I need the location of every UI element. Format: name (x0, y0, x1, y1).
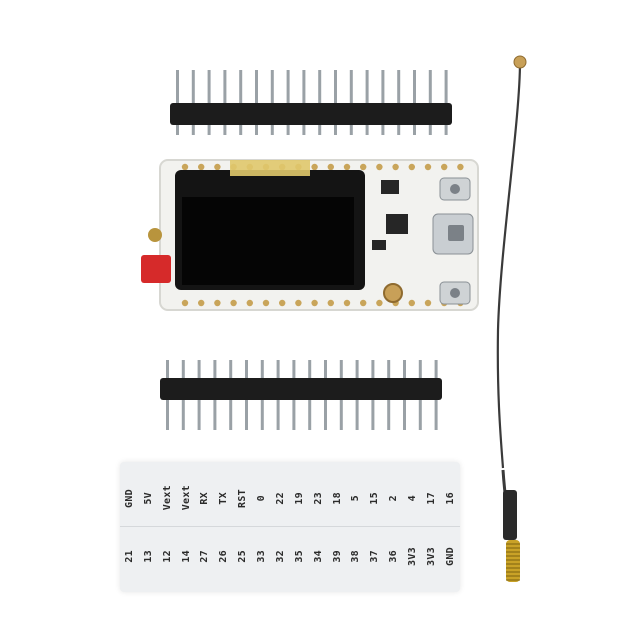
pin-label: 19 (293, 491, 305, 505)
pin-label: 36 (388, 549, 400, 563)
header-pin (286, 70, 290, 135)
header-pin (413, 70, 416, 135)
board-hole (343, 299, 351, 307)
pin-label: 5 (350, 494, 362, 502)
header-pin (302, 70, 306, 135)
pin-label: 14 (180, 549, 192, 563)
header-pin (223, 70, 227, 135)
board-hole (198, 163, 205, 171)
pin-label: 33 (256, 549, 268, 563)
pin-label: 22 (274, 491, 286, 505)
pin-label: RST (237, 488, 249, 508)
header-pin (428, 70, 432, 135)
header-pin (397, 70, 401, 135)
header-pin-strip-bottom (160, 360, 442, 430)
pin-label: 39 (331, 549, 343, 563)
board-hole (295, 299, 302, 307)
pin-label: TX (218, 491, 230, 505)
pin-label: 15 (369, 491, 381, 505)
board-hole (408, 299, 415, 307)
header-pin (239, 70, 243, 135)
board-hole (360, 163, 367, 171)
pin-label: 27 (199, 549, 211, 563)
board-hole (230, 299, 237, 307)
pin-label: 0 (256, 494, 268, 502)
board-hole (279, 299, 286, 307)
board-hole (311, 299, 318, 307)
pin-label: 12 (161, 549, 173, 563)
header-pin (334, 70, 337, 135)
board-hole (360, 299, 367, 307)
pin-label: 37 (369, 549, 381, 563)
header-pin (381, 70, 385, 135)
pin-label: 21 (123, 549, 135, 563)
header-pin (365, 70, 369, 135)
pin-label: 2 (388, 494, 400, 502)
board-hole (457, 163, 464, 171)
pin-label: 3V3 (407, 546, 419, 566)
pin-label: Vext (161, 485, 173, 511)
pin-label: 17 (425, 491, 437, 505)
board-hole (181, 299, 189, 307)
board-hole (198, 299, 205, 307)
red-connector (141, 255, 171, 283)
pin-label: 32 (274, 549, 286, 563)
antenna-pad (148, 228, 162, 242)
dev-board (141, 159, 479, 311)
board-hole (376, 163, 383, 171)
pin-label: GND (444, 546, 456, 566)
board-hole (262, 299, 270, 307)
header-pin (270, 70, 274, 135)
pin-label: 5V (142, 491, 154, 505)
pin-label: 23 (312, 491, 324, 505)
header-pin (349, 70, 353, 135)
board-hole (424, 299, 432, 307)
header-pin-strip-top (170, 70, 452, 135)
board-hole (246, 299, 253, 307)
board-hole (311, 163, 318, 171)
pin-label: GND (123, 488, 135, 508)
pin-label: Vext (180, 485, 192, 511)
board-hole (214, 299, 221, 307)
board-hole (392, 163, 399, 171)
board-hole (408, 163, 415, 171)
header-pin (207, 70, 211, 135)
header-pin (255, 70, 258, 135)
pin-label: 26 (218, 549, 230, 563)
pin-label: RX (199, 491, 211, 505)
pin-label: 35 (293, 549, 305, 563)
ipex-connector (383, 283, 403, 303)
header-pin (318, 70, 322, 135)
board-hole (214, 163, 221, 171)
pin-label: 18 (331, 491, 343, 505)
pin-label: 3V3 (425, 546, 437, 566)
pin-label: 13 (142, 549, 154, 563)
board-hole (181, 163, 189, 171)
pin-label: 38 (350, 549, 362, 563)
board-hole (343, 163, 351, 171)
pin-label: 16 (444, 491, 456, 505)
pin-label: 4 (407, 494, 419, 502)
board-hole (424, 163, 432, 171)
board-hole (376, 299, 383, 307)
header-pin (191, 70, 195, 135)
board-hole (441, 163, 448, 171)
board-hole (327, 163, 334, 171)
board-hole (327, 299, 334, 307)
pin-label: 34 (312, 549, 324, 563)
label-row-bottom: 21 13 12 14 27 26 25 33 32 35 34 39 38 37 36 3V3 3V3 GND (120, 528, 460, 584)
antenna-with-ipex-cable (496, 55, 527, 582)
pin-label: 25 (237, 549, 249, 563)
header-pin (176, 70, 179, 135)
header-pin (444, 70, 448, 135)
